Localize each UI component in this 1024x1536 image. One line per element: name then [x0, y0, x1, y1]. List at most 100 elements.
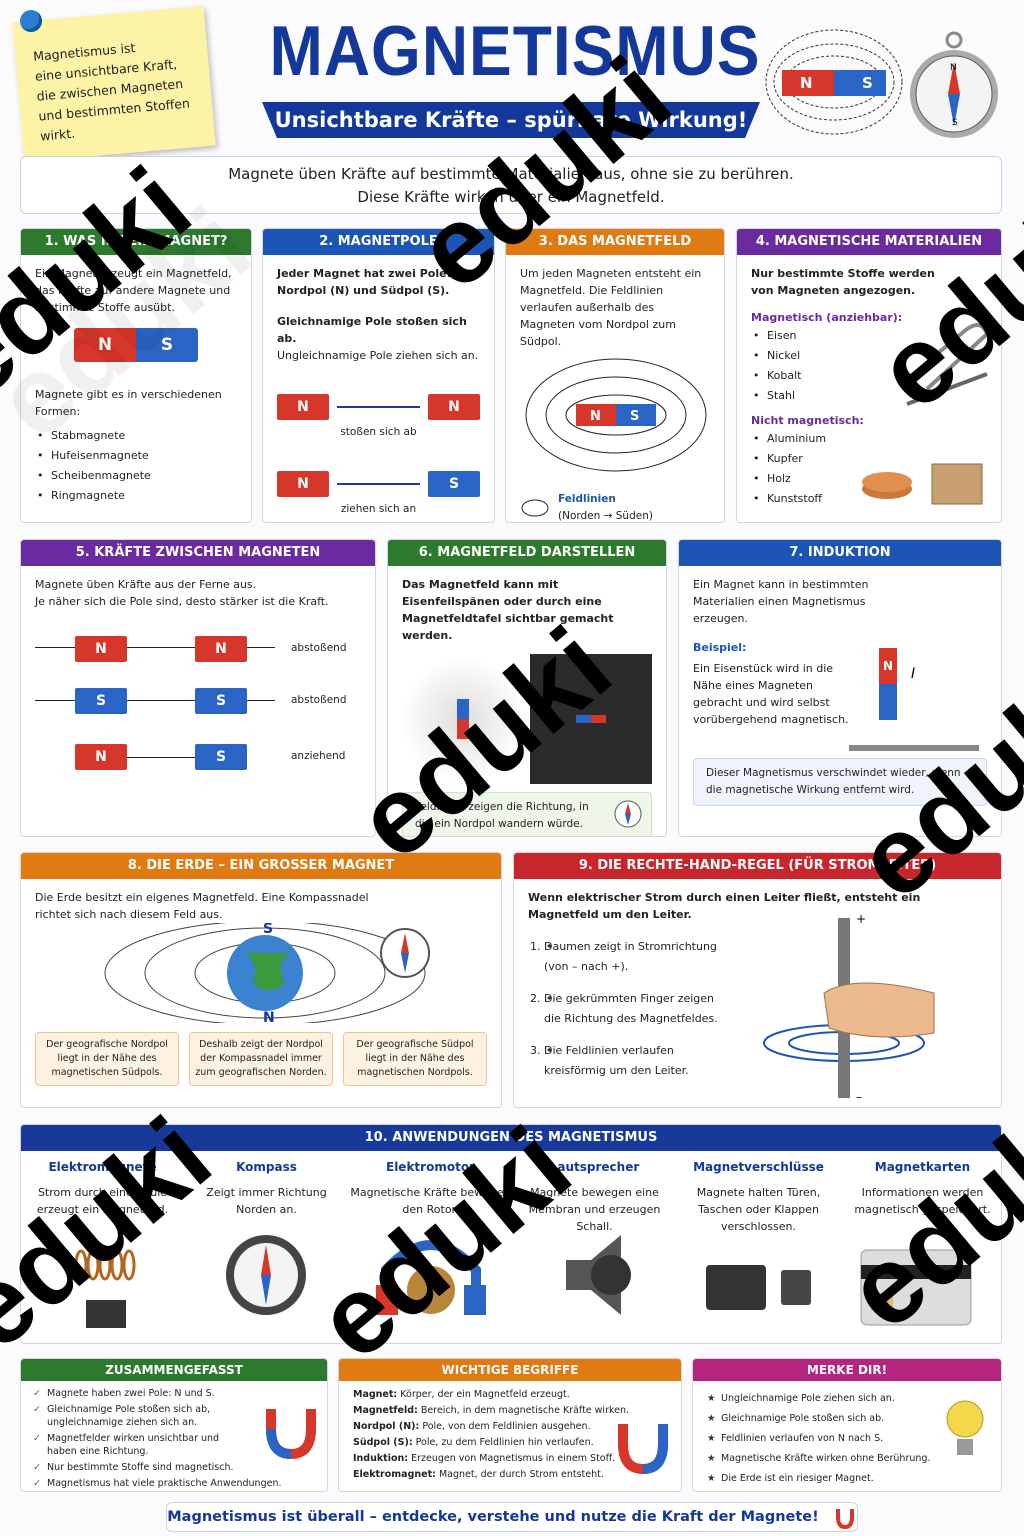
list-item: Holz	[751, 469, 987, 489]
section-title: WICHTIGE BEGRIFFE	[339, 1359, 681, 1381]
list-item: Die Erde ist ein riesiger Magnet.	[705, 1469, 989, 1489]
definition: Magnet, der durch Strom entsteht.	[438, 1469, 604, 1480]
field-board-image	[530, 654, 652, 784]
horseshoe-magnet-icon	[835, 1509, 854, 1529]
list-item: Gleichnamige Pole stoßen sich ab.	[705, 1409, 989, 1429]
pole-n: N	[195, 636, 247, 662]
list-item: Nur bestimmte Stoffe sind magnetisch.	[31, 1461, 241, 1474]
earth-field-diagram: S N	[104, 920, 430, 1026]
list-item: Nickel	[751, 346, 987, 366]
app-text: Magnetische Kräfte bewegen den Rotor.	[350, 1186, 511, 1216]
earth-n: N	[263, 1010, 275, 1023]
term-row: Nordpol (N): Pole, von dem Feldlinien au…	[353, 1419, 667, 1435]
intro-line: Magnete üben Kräfte auf bestimmte Materi…	[228, 165, 794, 183]
app-name: Magnetverschlüsse	[693, 1160, 824, 1174]
pole-s: S	[195, 744, 247, 770]
list-item: Hufeisenmagnete	[35, 446, 237, 466]
step-item: Die gekrümmten Finger zeigen die Richtun…	[544, 989, 728, 1029]
horseshoe-magnet-icon	[618, 1424, 668, 1474]
step-item: Daumen zeigt in Stromrichtung (von – nac…	[544, 937, 728, 977]
compass-icon	[614, 800, 642, 828]
caption: stoßen sich ab	[340, 426, 417, 438]
pole-n: N	[277, 471, 329, 497]
app-text: Magnete halten Türen, Taschen oder Klapp…	[696, 1186, 821, 1233]
app-name: Elektromotor	[386, 1160, 475, 1174]
section-summary: ZUSAMMENGEFASST Magnete haben zwei Pole:…	[20, 1358, 328, 1492]
term: Magnetfeld:	[353, 1405, 418, 1416]
pin-icon	[20, 10, 42, 32]
list-item: Gleichnamige Pole stoßen sich ab, unglei…	[31, 1403, 241, 1429]
section-right-hand: 9. DIE RECHTE-HAND-REGEL (FÜR STROMLEITE…	[513, 852, 1002, 1108]
list-item: Scheibenmagnete	[35, 466, 237, 486]
speaker-icon	[566, 1235, 631, 1315]
section-poles: 2. MAGNETPOLE Jeder Magnet hat zwei Pole…	[262, 228, 495, 523]
sticky-note: Magnetismus ist eine unsichtbare Kraft, …	[12, 5, 216, 163]
pole-s: S	[195, 688, 247, 714]
term: Nordpol (N):	[353, 1421, 420, 1432]
definition: Pole, von dem Feldlinien ausgehen.	[422, 1421, 591, 1432]
section-title: ZUSAMMENGEFASST	[21, 1359, 327, 1381]
bar-magnet-field-icon: N S	[765, 29, 903, 135]
magnetic-heading: Magnetisch (anziehbar):	[751, 311, 903, 324]
example-text: Ein Eisenstück wird in die Nähe eines Ma…	[693, 662, 849, 726]
induction-diagram: N I	[849, 648, 979, 751]
section-magnet: 1. WAS IST EIN MAGNET? Ein Magnet erzeug…	[20, 228, 252, 523]
section-title: 10. ANWENDUNGEN DES MAGNETISMUS	[21, 1125, 1001, 1151]
section-text: Ungleichnamige Pole ziehen sich an.	[277, 349, 479, 362]
section-text: Um jeden Magneten entsteht ein Magnetfel…	[520, 267, 702, 348]
section-terms: WICHTIGE BEGRIFFE Magnet: Körper, der ei…	[338, 1358, 682, 1492]
app-name: Magnetkarten	[874, 1160, 971, 1174]
compass-s: S	[952, 118, 958, 128]
list-item: Kupfer	[751, 449, 987, 469]
term: Elektromagnet:	[353, 1469, 436, 1480]
plus-label: +	[856, 913, 866, 926]
legend-text: (Norden → Süden)	[558, 510, 653, 522]
list-item: Ungleichnamige Pole ziehen sich an.	[705, 1389, 989, 1409]
field-line-icon	[521, 499, 549, 517]
section-title: 2. MAGNETPOLE	[263, 229, 494, 255]
fact-box: Deshalb zeigt der Nordpol der Kompassnad…	[189, 1032, 333, 1086]
magnetic-card-icon	[860, 1249, 972, 1326]
section-title: 9. DIE RECHTE-HAND-REGEL (FÜR STROMLEITE…	[514, 853, 1001, 879]
list-item: Aluminium	[751, 429, 987, 449]
current-label: I	[911, 666, 915, 682]
attract-diagram: N S	[277, 471, 480, 497]
pole-n: N	[590, 409, 601, 424]
list-item: Stabmagnete	[35, 426, 237, 446]
repel-diagram: N N	[277, 394, 480, 420]
section-text: Jeder Magnet hat zwei Pole: Nordpol (N) …	[277, 267, 451, 297]
forms-intro: Magnete gibt es in verschiedenen Formen:	[35, 388, 222, 418]
list-item: Feldlinien verlaufen von N nach S.	[705, 1429, 989, 1449]
legend-title: Feldlinien	[558, 493, 616, 505]
fact-box: Der geografische Nordpol liegt in der Nä…	[35, 1032, 179, 1086]
section-field: 3. DAS MAGNETFELD Um jeden Magneten ents…	[505, 228, 725, 523]
section-text: Nur bestimmte Stoffe werden von Magneten…	[751, 267, 935, 297]
horseshoe-magnet-icon	[266, 1409, 316, 1459]
field-visualization	[402, 654, 652, 784]
earth-s: S	[263, 923, 273, 937]
section-title: MERKE DIR!	[693, 1359, 1001, 1381]
compass-icon: N S	[910, 31, 998, 138]
intro-box: Magnete üben Kräfte auf bestimmte Materi…	[20, 156, 1002, 214]
section-materials: 4. MAGNETISCHE MATERIALIEN Nur bestimmte…	[736, 228, 1002, 523]
pole-n: N	[428, 394, 480, 420]
lightbulb-icon	[946, 1400, 984, 1455]
section-text: Das Magnetfeld kann mit Eisenfeilspänen …	[402, 578, 614, 642]
section-text: Ein Magnet kann in bestimmten Materialie…	[693, 578, 869, 625]
section-remember: MERKE DIR! Ungleichnamige Pole ziehen si…	[692, 1358, 1002, 1492]
section-title: 1. WAS IST EIN MAGNET?	[21, 229, 251, 255]
app-text: Zeigt immer Richtung Norden an.	[206, 1186, 327, 1216]
section-title: 5. KRÄFTE ZWISCHEN MAGNETEN	[21, 540, 375, 566]
force-label: abstoßend	[291, 642, 347, 654]
fact-box: Der geografische Südpol liegt in der Näh…	[343, 1032, 487, 1086]
section-earth: 8. DIE ERDE – EIN GROSSER MAGNET Die Erd…	[20, 852, 502, 1108]
page-subtitle: Unsichtbare Kräfte – spürbare Wirkung!	[262, 102, 760, 138]
coins-wood-icon	[862, 463, 983, 505]
app-name: Lautsprecher	[549, 1160, 640, 1174]
info-box: Dieser Magnetismus verschwindet wieder, …	[693, 758, 987, 806]
steps-list: Daumen zeigt in Stromrichtung (von – nac…	[528, 937, 728, 1081]
